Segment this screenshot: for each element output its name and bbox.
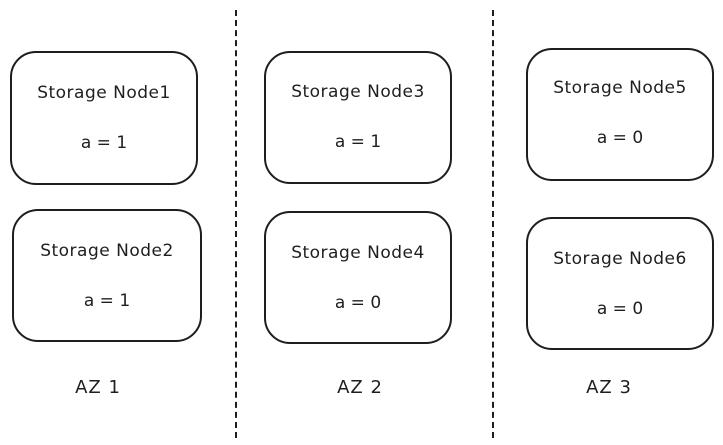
node-title: Storage Node2 [40,241,174,261]
storage-node-4: Storage Node4 a = 0 [264,211,452,344]
node-value: a = 0 [596,128,644,148]
node-value: a = 1 [83,291,131,311]
node-value: a = 0 [596,299,644,319]
storage-node-5: Storage Node5 a = 0 [526,48,714,181]
node-value: a = 1 [80,133,128,153]
node-value: a = 1 [334,132,382,152]
az-label-2: AZ 2 [337,377,383,398]
node-title: Storage Node5 [553,78,687,98]
node-value: a = 0 [334,293,382,313]
az-label-3: AZ 3 [586,377,632,398]
storage-node-3: Storage Node3 a = 1 [264,51,452,184]
storage-node-2: Storage Node2 a = 1 [12,209,202,342]
zone-divider-2 [492,10,494,438]
node-title: Storage Node6 [553,249,687,269]
node-title: Storage Node4 [291,243,425,263]
node-title: Storage Node1 [37,83,171,103]
zone-divider-1 [235,10,237,438]
node-title: Storage Node3 [291,82,425,102]
az-label-1: AZ 1 [75,377,121,398]
storage-node-1: Storage Node1 a = 1 [10,51,198,185]
storage-node-6: Storage Node6 a = 0 [526,217,714,350]
